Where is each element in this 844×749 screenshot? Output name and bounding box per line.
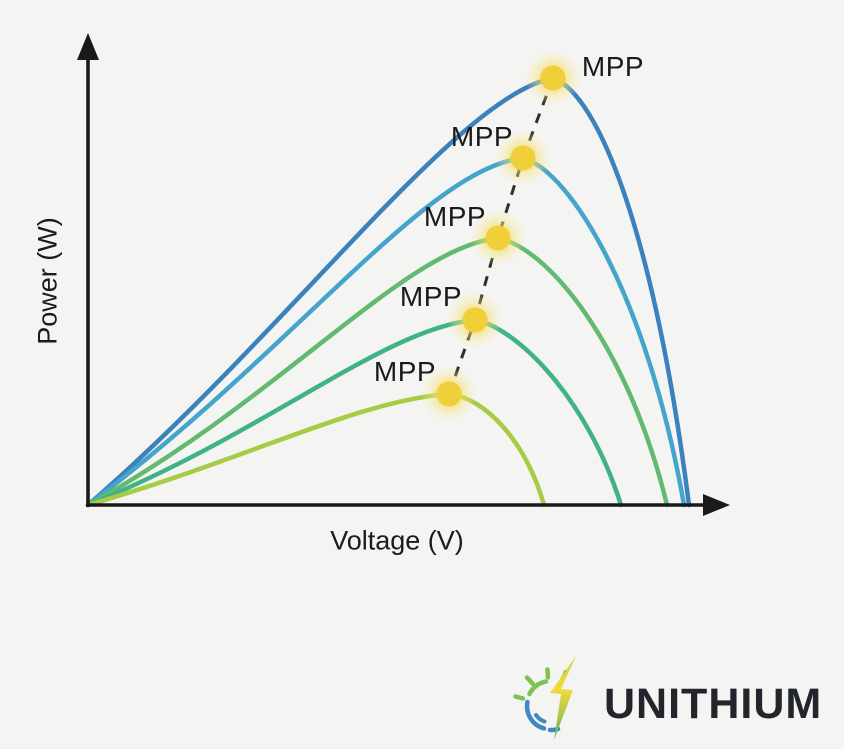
mpp-marker bbox=[540, 65, 566, 91]
pv-curves bbox=[85, 75, 692, 508]
mpp-label: MPP bbox=[423, 201, 487, 232]
pv-curve-5 bbox=[85, 391, 547, 508]
mpp-marker bbox=[510, 145, 536, 171]
mpp-label: MPP bbox=[399, 281, 463, 312]
brand-name: UNITHIUM bbox=[604, 679, 823, 728]
mpp-label: MPP bbox=[450, 121, 514, 152]
mpp-marker bbox=[462, 307, 488, 333]
x-axis-arrowhead bbox=[703, 494, 730, 516]
mpp-marker bbox=[485, 225, 511, 251]
mpp-label: MPP bbox=[581, 51, 645, 82]
mpp-markers bbox=[421, 50, 581, 422]
mpp-label: MPP bbox=[373, 356, 437, 387]
mpp-marker bbox=[436, 381, 462, 407]
y-axis-arrowhead bbox=[77, 33, 99, 60]
lightbulb-lightning-icon bbox=[513, 656, 576, 740]
axes bbox=[77, 33, 730, 516]
x-axis-label: Voltage (V) bbox=[330, 525, 464, 556]
lightning-bolt bbox=[550, 656, 576, 740]
unithium-logo: UNITHIUM bbox=[506, 650, 822, 748]
y-axis-label: Power (W) bbox=[32, 217, 63, 345]
